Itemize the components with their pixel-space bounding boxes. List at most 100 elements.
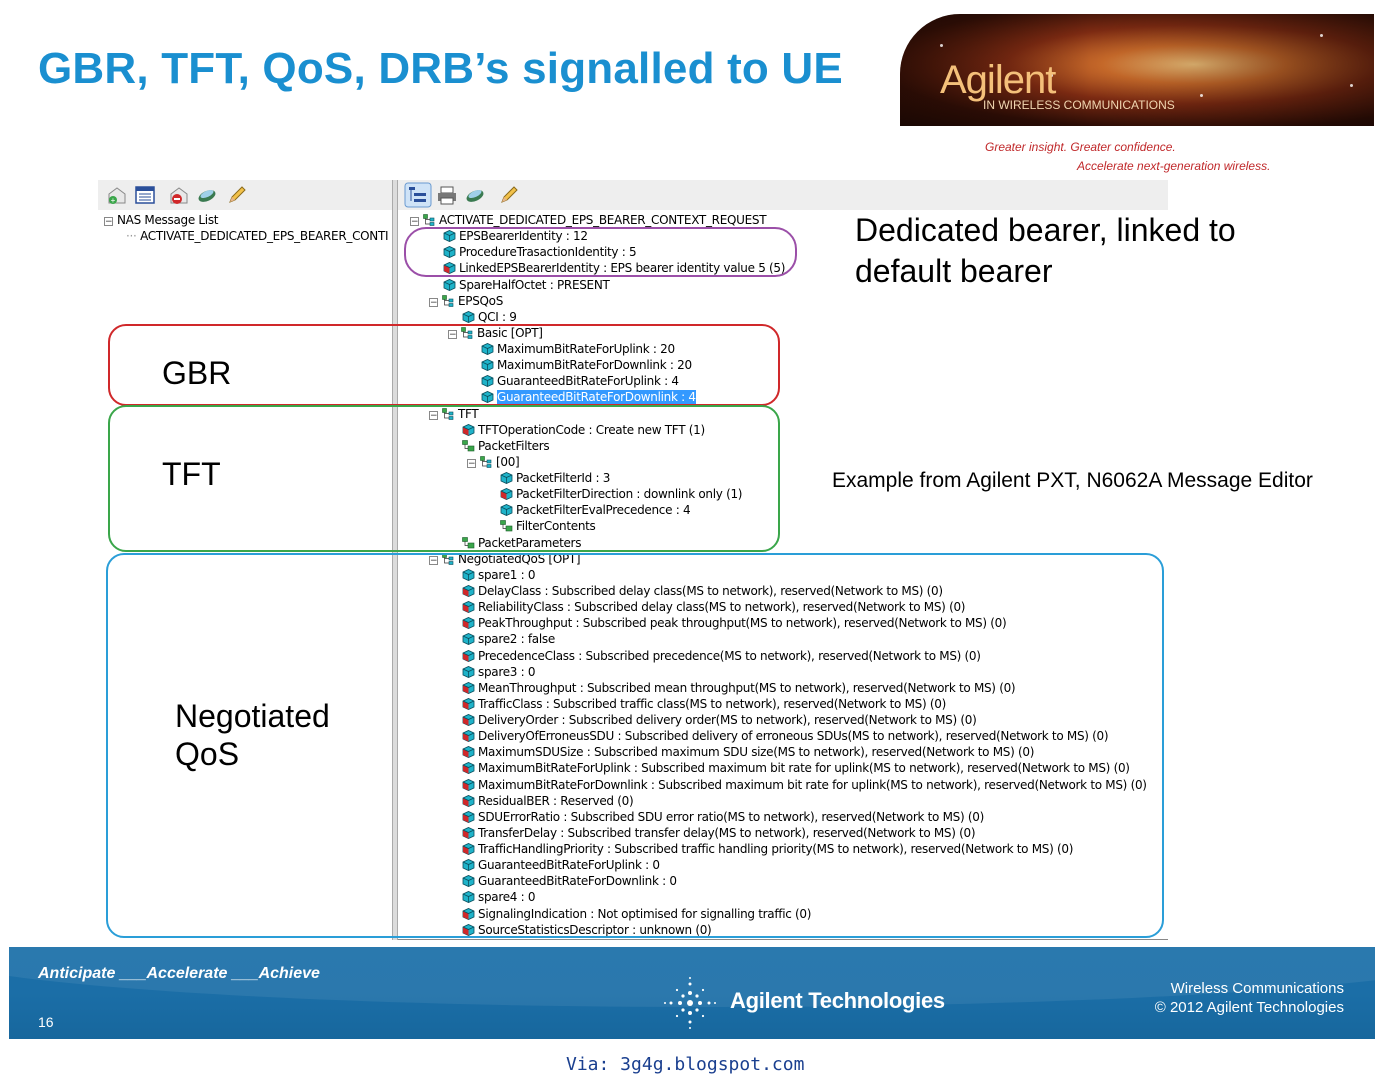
tree-row[interactable]: PacketFilterId : 3 [500,470,610,486]
field-icon [462,665,475,678]
tree-row[interactable]: GuaranteedBitRateForDownlink : 0 [462,873,677,889]
tree-row[interactable]: PacketFilters [448,438,550,454]
tree-row[interactable]: PrecedenceClass : Subscribed precedence(… [462,648,981,664]
structure-icon [461,327,473,339]
collapse-toggle[interactable]: − [410,217,419,227]
nas-message-item[interactable]: ··· ACTIVATE_DEDICATED_EPS_BEARER_CONTI [126,229,389,243]
add-message-icon[interactable]: + [106,184,128,206]
enum-field-icon [462,617,475,630]
tree-row-label: PrecedenceClass : Subscribed precedence(… [478,648,981,663]
agilent-spark-logo-icon [664,977,716,1029]
tree-row[interactable]: −[00] [467,454,520,470]
tree-row[interactable]: MaximumSDUSize : Subscribed maximum SDU … [462,744,1034,760]
tree-row-label: SDUErrorRatio : Subscribed SDU error rat… [478,809,984,824]
collapse-toggle[interactable]: − [429,410,438,421]
nas-message-list-node[interactable]: −NAS Message List [104,213,219,227]
tree-row-label: GuaranteedBitRateForDownlink : 4 [497,390,696,405]
tree-row[interactable]: LinkedEPSBearerIdentity : EPS bearer ide… [443,260,785,276]
decode-icon[interactable] [196,184,218,206]
tree-row[interactable]: −EPSQoS [429,293,503,309]
tree-row[interactable]: PacketFilterEvalPrecedence : 4 [500,502,691,518]
tree-row[interactable]: PacketParameters [448,535,581,551]
negotiated-qos-highlight-box [106,553,1164,938]
tree-row-label: MaximumBitRateForUplink : Subscribed max… [478,761,1130,776]
tree-row[interactable]: SignalingIndication : Not optimised for … [462,906,811,922]
pane-splitter[interactable] [392,180,398,940]
tree-row-label: ACTIVATE_DEDICATED_EPS_BEARER_CONTEXT_RE… [439,213,767,227]
banner-subtitle: IN WIRELESS COMMUNICATIONS [983,98,1175,112]
tree-row[interactable]: GuaranteedBitRateForUplink : 4 [481,373,679,389]
enum-field-icon [462,794,475,807]
tree-row[interactable]: TransferDelay : Subscribed transfer dela… [462,825,976,841]
tree-row[interactable]: MaximumBitRateForUplink : 20 [481,341,675,357]
enum-field-icon [462,826,475,839]
tree-row[interactable]: spare4 : 0 [462,889,536,905]
gbr-label: GBR [162,355,232,391]
message-list-icon[interactable] [134,184,156,206]
field-icon [443,230,456,243]
tree-row-label: TransferDelay : Subscribed transfer dela… [478,825,976,840]
tree-row-label: SourceStatisticsDescriptor : unknown (0) [478,922,712,937]
tree-view-icon[interactable] [404,182,432,208]
tree-row[interactable]: SDUErrorRatio : Subscribed SDU error rat… [462,809,984,825]
tree-row-label: TFT [458,406,479,421]
page-number: 16 [38,1014,54,1030]
field-icon [443,278,456,291]
tree-row[interactable]: MaximumBitRateForUplink : Subscribed max… [462,760,1130,776]
tree-row[interactable]: TrafficClass : Subscribed traffic class(… [462,696,946,712]
delete-message-icon[interactable] [168,184,190,206]
edit-pencil-icon[interactable] [226,184,248,206]
tree-row[interactable]: PeakThroughput : Subscribed peak through… [462,615,1007,631]
tree-row[interactable]: DeliveryOfErroneusSDU : Subscribed deliv… [462,728,1109,744]
tree-row-label: TrafficHandlingPriority : Subscribed tra… [478,842,1074,857]
print-icon[interactable] [436,184,458,206]
tree-row[interactable]: ResidualBER : Reserved (0) [462,793,634,809]
tree-row-label: DelayClass : Subscribed delay class(MS t… [478,583,943,598]
tree-row[interactable]: ReliabilityClass : Subscribed delay clas… [462,599,965,615]
tree-row[interactable]: spare1 : 0 [462,567,536,583]
agilent-banner-image [900,14,1374,126]
tree-row-label: GuaranteedBitRateForUplink : 4 [497,374,679,389]
tree-row[interactable]: FilterContents [486,518,596,534]
edit-field-icon[interactable] [498,184,520,206]
collapse-toggle[interactable]: − [429,297,438,308]
tree-row-label: spare3 : 0 [478,664,536,679]
tree-row[interactable]: MeanThroughput : Subscribed mean through… [462,680,1016,696]
tree-row[interactable]: − Basic [OPT] [448,325,543,341]
tree-row[interactable]: TFTOperationCode : Create new TFT (1) [462,422,705,438]
field-icon [462,875,475,888]
tree-row-label: GuaranteedBitRateForDownlink : 0 [478,874,677,889]
tree-row[interactable]: EPSBearerIdentity : 12 [443,228,588,244]
tree-row[interactable]: spare3 : 0 [462,664,536,680]
tft-label: TFT [162,456,221,492]
tree-row[interactable]: DeliveryOrder : Subscribed delivery orde… [462,712,977,728]
collapse-toggle[interactable]: − [429,555,438,566]
tree-row[interactable]: − ACTIVATE_DEDICATED_EPS_BEARER_CONTEXT_R… [410,212,767,228]
tree-row[interactable]: DelayClass : Subscribed delay class(MS t… [462,583,943,599]
tree-row-label: DeliveryOfErroneusSDU : Subscribed deliv… [478,729,1109,744]
tree-row[interactable]: MaximumBitRateForDownlink : 20 [481,357,692,373]
tree-row[interactable]: −NegotiatedQoS [OPT] [429,551,581,567]
tree-row[interactable]: − TFT [429,406,479,422]
tree-row[interactable]: GuaranteedBitRateForDownlink : 4 [481,389,696,405]
tree-row[interactable]: spare2 : false [462,631,555,647]
tft-highlight-box [108,405,780,552]
tree-row[interactable]: TrafficHandlingPriority : Subscribed tra… [462,841,1073,857]
tree-row[interactable]: ProcedureTrasactionIdentity : 5 [443,244,637,260]
enum-field-icon [462,649,475,662]
field-icon [462,310,475,323]
tree-row-label: Basic [OPT] [477,325,543,340]
collapse-toggle[interactable]: − [467,458,476,469]
list-icon [462,536,475,548]
tree-row[interactable]: SpareHalfOctet : PRESENT [443,277,610,293]
collapse-toggle[interactable]: − [448,329,457,340]
enum-field-icon [500,488,513,501]
list-icon [500,520,513,532]
tree-row[interactable]: GuaranteedBitRateForUplink : 0 [462,857,660,873]
tree-row[interactable]: SourceStatisticsDescriptor : unknown (0) [462,922,712,938]
tree-row[interactable]: QCI : 9 [462,309,517,325]
tree-row[interactable]: MaximumBitRateForDownlink : Subscribed m… [462,777,1147,793]
footer-bar [9,947,1375,1039]
encode-icon[interactable] [464,184,486,206]
tree-row[interactable]: PacketFilterDirection : downlink only (1… [500,486,742,502]
